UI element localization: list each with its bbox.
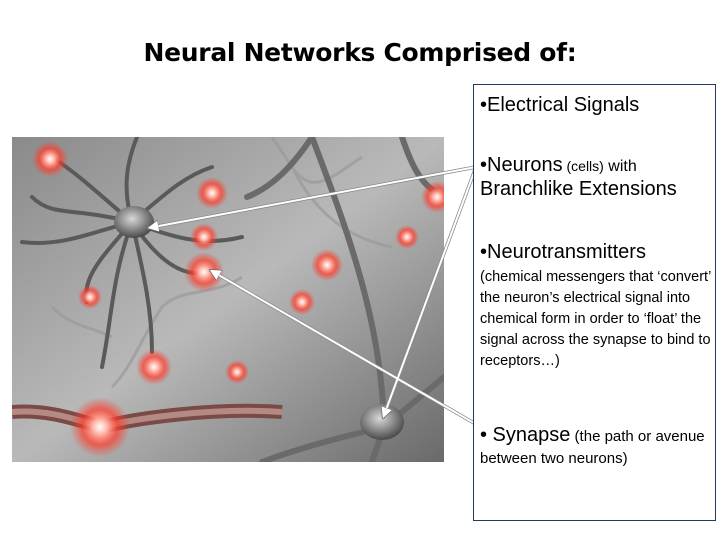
neurons-label: •Neurons — [480, 154, 563, 176]
legend-box: •Electrical Signals •Neurons (cells) wit… — [473, 84, 716, 521]
arrow-to-neuron-body — [148, 166, 477, 228]
bullet-neurons: •Neurons (cells) with Branchlike Extensi… — [480, 153, 712, 201]
neurons-line2: Branchlike Extensions — [480, 178, 677, 200]
neurons-with: with — [603, 158, 637, 175]
neuron-image — [12, 137, 444, 462]
slide-title: Neural Networks Comprised of: — [143, 38, 577, 67]
bullet-electrical-signals: •Electrical Signals — [480, 94, 640, 116]
bullet-synapse: • Synapse (the path or avenue between tw… — [480, 424, 712, 470]
synapse-label: • Synapse — [480, 424, 571, 446]
arrow-to-synapse — [210, 270, 487, 431]
arrow-to-neuron-lower — [383, 166, 477, 418]
bullet-neurotransmitters: •Neurotransmitters — [480, 241, 646, 263]
neurons-paren: (cells) — [562, 158, 604, 174]
synapse-description: (the path or avenue between two neurons) — [480, 428, 705, 467]
neurotransmitters-description: (chemical messengers that ‘convert’ the … — [480, 269, 711, 369]
